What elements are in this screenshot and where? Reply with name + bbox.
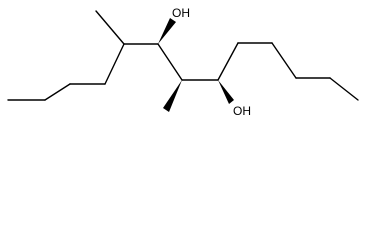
hydroxyl-label-upper: OH xyxy=(172,6,190,20)
right-alkyl-chain xyxy=(217,42,359,101)
bond-c4-c5 xyxy=(104,43,125,85)
molecule-structure: OH OH xyxy=(7,6,359,118)
bond-c12-c13 xyxy=(329,77,359,101)
wedge-bond-c7-methyl xyxy=(163,80,182,112)
bond-c5-methyl xyxy=(95,10,125,45)
bond-c6-c7 xyxy=(157,43,183,81)
bond-c2-c3 xyxy=(44,83,71,101)
wedge-bond-c8-oh xyxy=(218,80,234,104)
wedge-bond-c6-oh xyxy=(158,18,176,44)
hydroxyl-label-lower: OH xyxy=(233,104,251,118)
bond-c10-c11 xyxy=(271,42,297,79)
bond-c8-c9 xyxy=(217,42,239,81)
left-alkyl-chain xyxy=(7,43,125,101)
